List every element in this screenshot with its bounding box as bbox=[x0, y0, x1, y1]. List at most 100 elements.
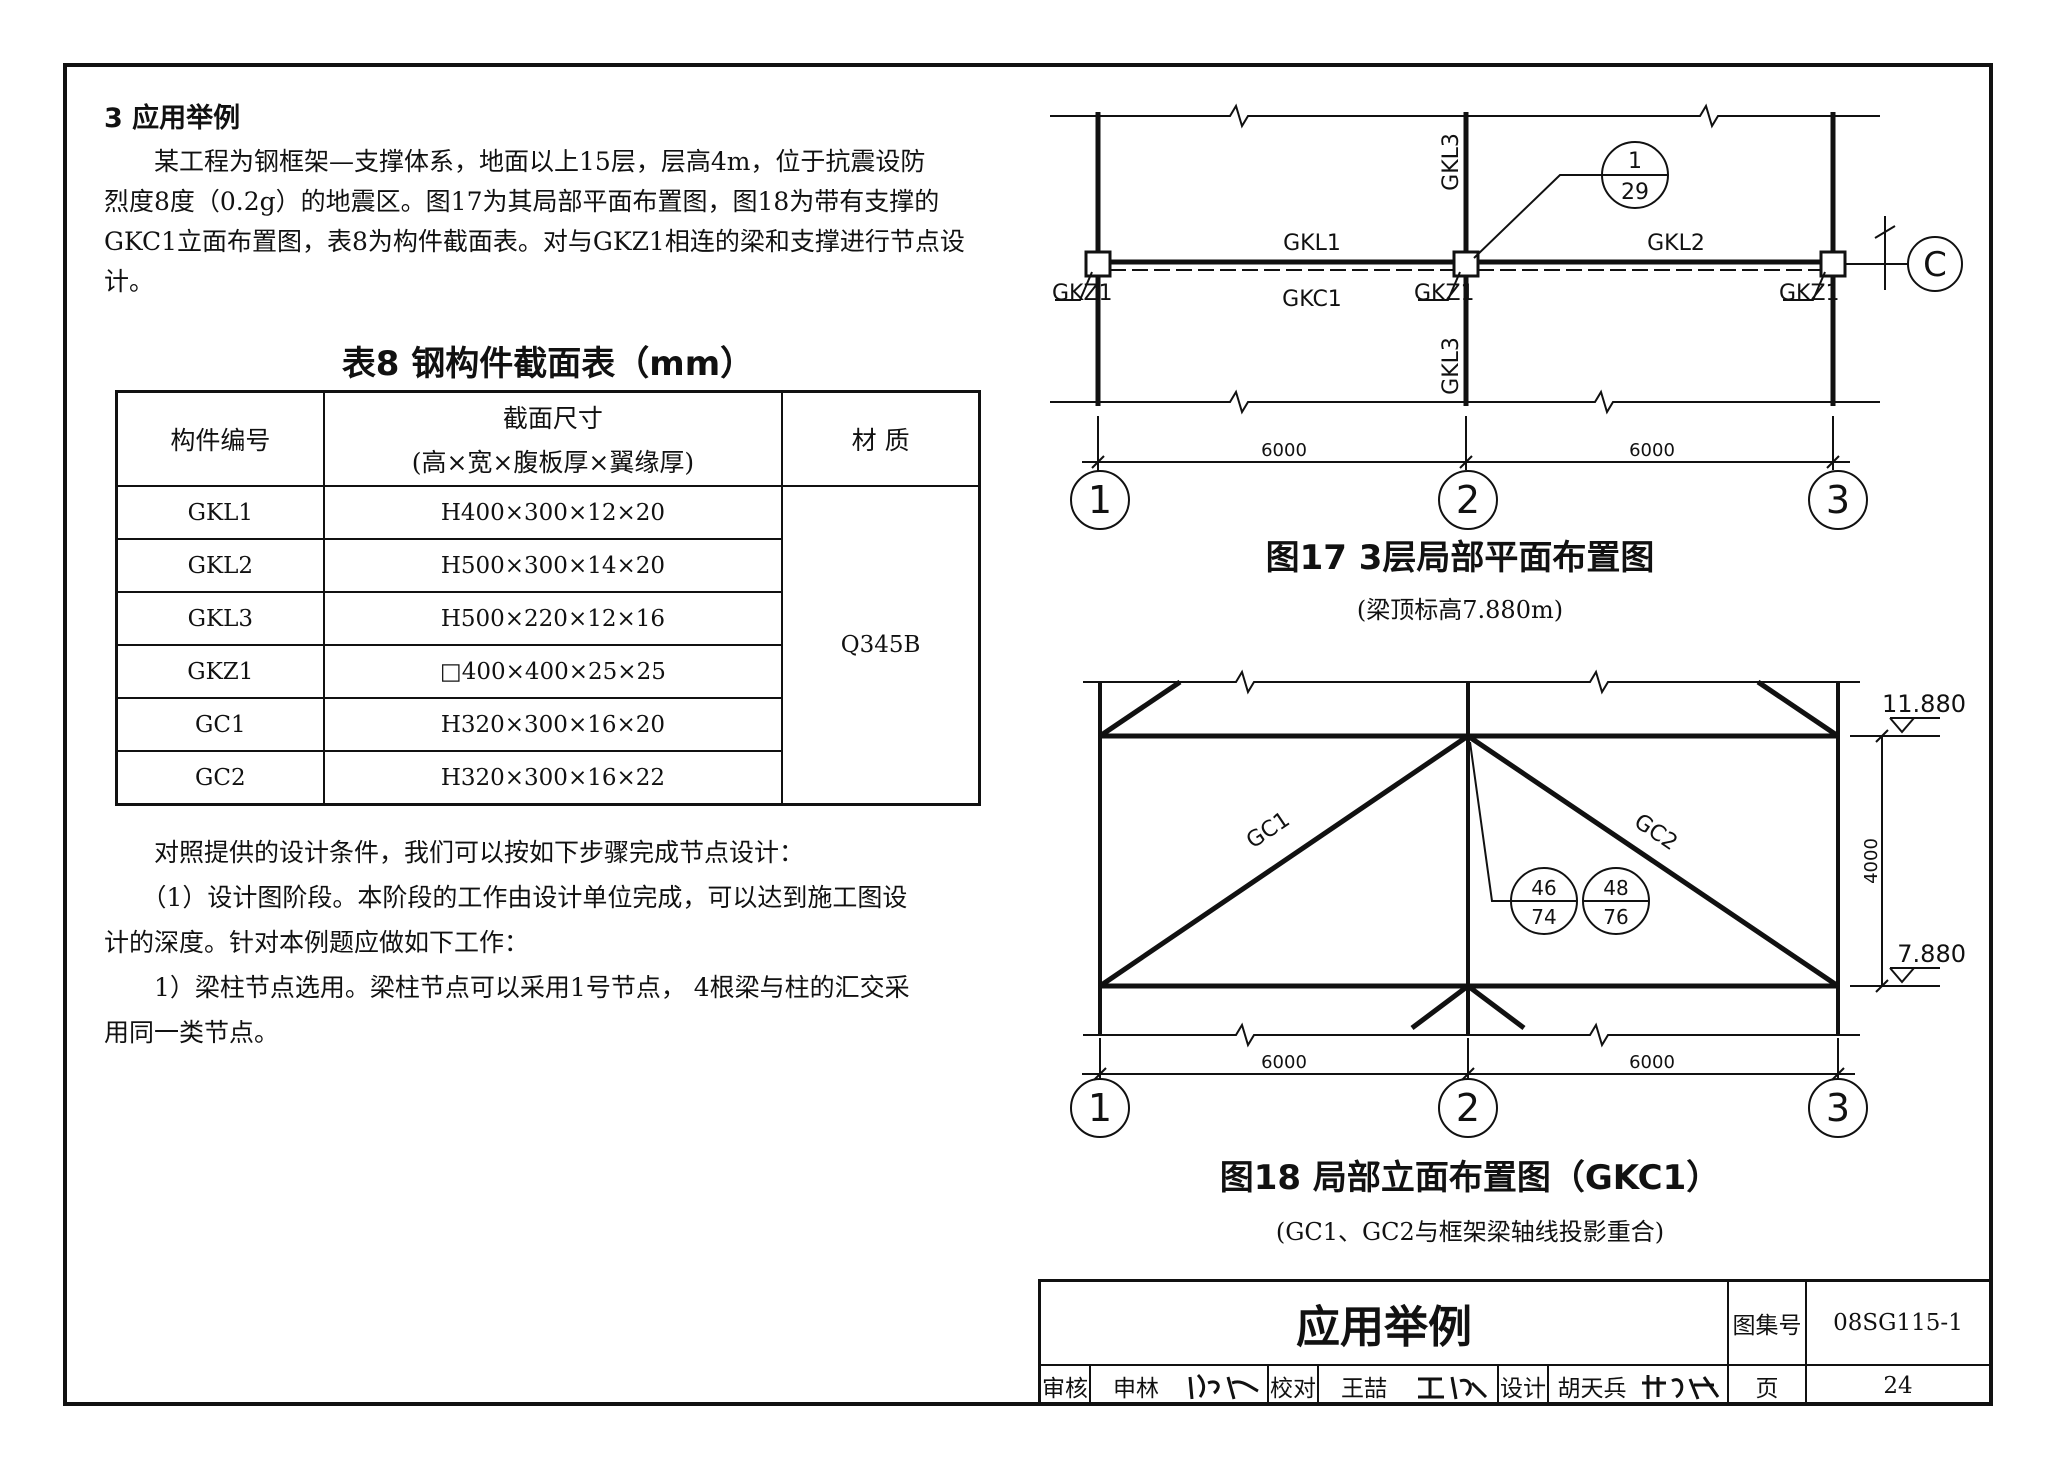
leader-gkz1 bbox=[1783, 271, 1826, 301]
page-number: 24 bbox=[1883, 1373, 1913, 1399]
atlas-label: 图集号 bbox=[1729, 1282, 1807, 1366]
label-gkl3-bottom: GKL3 bbox=[1439, 337, 1464, 395]
cell-member: GC1 bbox=[115, 697, 325, 752]
intro-paragraph: 某工程为钢框架—支撑体系，地面以上15层，层高4m，位于抗震设防 烈度8度（0.… bbox=[104, 142, 1004, 302]
body-paragraph: 对照提供的设计条件，我们可以按如下步骤完成节点设计： （1）设计图阶段。本阶段的… bbox=[104, 830, 1004, 1055]
intro-line: 某工程为钢框架—支撑体系，地面以上15层，层高4m，位于抗震设防 bbox=[104, 147, 926, 176]
axis-bubble-3 bbox=[1808, 1078, 1868, 1138]
label-gkz1: GKZ1 bbox=[1052, 281, 1113, 306]
header-material: 材 质 bbox=[781, 390, 981, 487]
figure-18-title: 图18 局部立面布置图（GKC1） bbox=[1219, 1158, 1721, 1198]
header-size: 截面尺寸 (高×宽×腹板厚×翼缘厚) bbox=[322, 390, 784, 487]
detail-page: 29 bbox=[1621, 180, 1649, 205]
check-label: 校对 bbox=[1269, 1366, 1319, 1406]
label-gkl1: GKL1 bbox=[1283, 231, 1341, 256]
title-block: 应用举例 图集号 08SG115-1 审核 申林 校对 王喆 设计 胡天兵 页 … bbox=[1038, 1279, 1989, 1406]
cell-member: GC2 bbox=[115, 750, 325, 806]
body-line: 1）梁柱节点选用。梁柱节点可以采用1号节点， 4根梁与柱的汇交采 bbox=[104, 973, 910, 1002]
axis-bubble-2 bbox=[1438, 470, 1498, 530]
table-row: GKL1 H400×300×12×20 Q345B bbox=[115, 485, 981, 806]
upper-brace bbox=[1098, 679, 1182, 739]
figure-17-title: 图17 3层局部平面布置图 bbox=[1265, 538, 1655, 578]
figure-18-elevation: GC1 GC2 46 74 48 76 11.880 7.880 4000 60… bbox=[1070, 669, 1966, 1138]
axis-bubble-1 bbox=[1070, 1078, 1130, 1138]
elevation-top: 11.880 bbox=[1882, 690, 1966, 718]
elev-dimension-left: 6000 bbox=[1261, 1052, 1307, 1073]
table-row: GC1 H320×300×16×20 bbox=[115, 697, 980, 752]
upper-brace bbox=[1756, 679, 1840, 739]
dimension-left: 6000 bbox=[1261, 440, 1307, 461]
detail-46-number: 46 bbox=[1531, 876, 1556, 900]
axis-bubble-2 bbox=[1438, 1078, 1498, 1138]
title-block-title: 应用举例 bbox=[1041, 1282, 1729, 1366]
design-label: 设计 bbox=[1499, 1366, 1549, 1406]
label-gkc1: GKC1 bbox=[1282, 287, 1342, 312]
figure-18-subtitle: (GC1、GC2与框架梁轴线投影重合) bbox=[1275, 1218, 1665, 1246]
drawing-frame bbox=[63, 63, 1993, 1406]
axis-bubble-3 bbox=[1808, 470, 1868, 530]
leader-gkz1 bbox=[1418, 271, 1461, 301]
label-gkz1: GKZ1 bbox=[1779, 281, 1840, 306]
plan-bottom-line bbox=[1050, 389, 1880, 415]
dimension-right: 6000 bbox=[1629, 440, 1675, 461]
label-gkz1: GKZ1 bbox=[1414, 281, 1475, 306]
page-label: 页 bbox=[1729, 1366, 1807, 1406]
detail-48-page: 76 bbox=[1603, 905, 1628, 929]
elev-bottom-line bbox=[1083, 1022, 1860, 1048]
reviewer-signature bbox=[1181, 1366, 1269, 1406]
elev-top-line bbox=[1083, 669, 1860, 695]
label-gc1: GC1 bbox=[1242, 807, 1294, 854]
table-title: 表8 钢构件截面表（mm） bbox=[341, 344, 755, 384]
cell-size: H400×300×12×20 bbox=[322, 485, 784, 540]
signature-icon bbox=[1188, 1373, 1259, 1400]
table-row: GKL3 H500×220×12×16 bbox=[115, 591, 980, 646]
header-size-line2: (高×宽×腹板厚×翼缘厚) bbox=[411, 448, 695, 477]
figure-17-subtitle: (梁顶标高7.880m) bbox=[1356, 596, 1564, 624]
figure-17-plan: GKL1 GKL2 GKC1 GKZ1 GKZ1 GKZ1 GKL3 GKL3 … bbox=[1050, 103, 1963, 530]
intro-line: 烈度8度（0.2g）的地震区。图17为其局部平面布置图，图18为带有支撑的 bbox=[104, 187, 940, 216]
elevation-marker-bottom bbox=[1889, 967, 1915, 984]
lower-brace bbox=[1410, 984, 1470, 1030]
detail-48-number: 48 bbox=[1603, 876, 1628, 900]
label-gkl3-top: GKL3 bbox=[1439, 133, 1464, 191]
header-member: 构件编号 bbox=[115, 390, 325, 487]
body-line: 对照提供的设计条件，我们可以按如下步骤完成节点设计： bbox=[104, 838, 805, 867]
elevation-bottom: 7.880 bbox=[1897, 940, 1966, 968]
detail-46-page: 74 bbox=[1531, 905, 1556, 929]
atlas-number: 08SG115-1 bbox=[1807, 1282, 1989, 1366]
body-line: （1）设计图阶段。本阶段的工作由设计单位完成，可以达到施工图设 bbox=[104, 883, 908, 912]
checker-signature bbox=[1409, 1366, 1499, 1406]
column-square bbox=[1084, 250, 1112, 278]
axis-label-2: 2 bbox=[1456, 1086, 1480, 1130]
leader-gkz1 bbox=[1055, 271, 1093, 301]
cell-material: Q345B bbox=[781, 485, 981, 806]
cell-member: GKL2 bbox=[115, 538, 325, 593]
axis-bubble-1 bbox=[1070, 470, 1130, 530]
brace-gc1 bbox=[1098, 733, 1470, 989]
plan-top-line bbox=[1050, 103, 1880, 129]
height-dimension: 4000 bbox=[1861, 838, 1882, 884]
review-label: 审核 bbox=[1041, 1366, 1091, 1406]
detail-number: 1 bbox=[1628, 149, 1642, 174]
axis-c-label: C bbox=[1923, 245, 1947, 285]
table-row: GKL2 H500×300×14×20 bbox=[115, 538, 980, 593]
section-table: 构件编号 截面尺寸 (高×宽×腹板厚×翼缘厚) 材 质 GKL1 H400×30… bbox=[115, 390, 981, 806]
checker-name: 王喆 bbox=[1341, 1376, 1387, 1402]
cell-member: GKL3 bbox=[115, 591, 325, 646]
cell-member: GKL1 bbox=[115, 485, 325, 540]
table-row: GKZ1 □400×400×25×25 bbox=[115, 644, 980, 699]
intro-line: 计。 bbox=[104, 267, 155, 296]
axis-label-3: 3 bbox=[1826, 478, 1850, 522]
elev-dimension-right: 6000 bbox=[1629, 1052, 1675, 1073]
cell-size: □400×400×25×25 bbox=[322, 644, 784, 699]
designer-signature bbox=[1635, 1366, 1729, 1406]
header-size-line1: 截面尺寸 bbox=[502, 404, 603, 433]
axis-label-1: 1 bbox=[1088, 1086, 1112, 1130]
reviewer-name: 申林 bbox=[1113, 1376, 1159, 1402]
body-line: 计的深度。针对本例题应做如下工作： bbox=[104, 928, 530, 957]
intro-line: GKC1立面布置图，表8为构件截面表。对与GKZ1相连的梁和支撑进行节点设 bbox=[104, 227, 965, 256]
axis-bubble-c bbox=[1907, 236, 1963, 292]
detail-leader bbox=[1469, 741, 1511, 902]
brace-gc2 bbox=[1466, 733, 1840, 989]
cell-size: H320×300×16×20 bbox=[322, 697, 784, 752]
